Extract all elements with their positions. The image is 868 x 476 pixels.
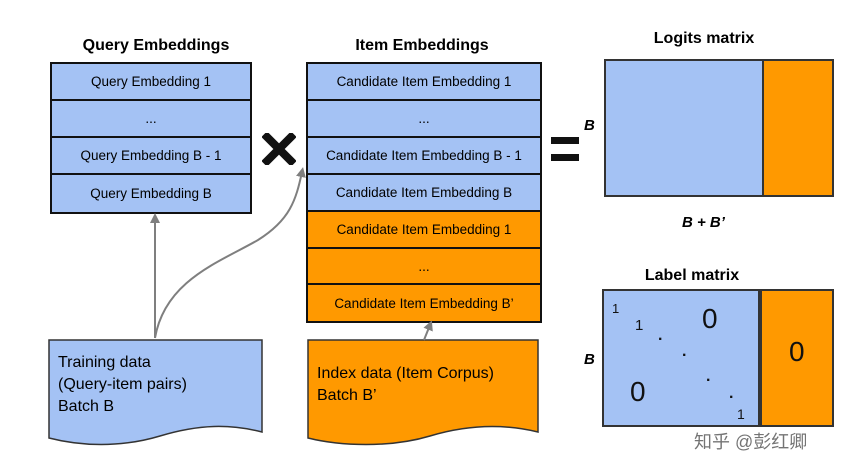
query-embedding-row: Query Embedding B xyxy=(52,175,250,212)
index-data-document xyxy=(307,339,539,446)
orange-zero: 0 xyxy=(789,336,805,367)
arrow-to-candidate-items xyxy=(423,320,433,341)
logits-row-label: B xyxy=(584,117,595,134)
query-embeddings-title: Query Embeddings xyxy=(82,37,230,54)
training-data-line: (Query-item pairs) xyxy=(58,376,187,393)
item-embeddings-stack: Candidate Item Embedding 1 ... Candidate… xyxy=(306,62,542,323)
query-embedding-row: Query Embedding B - 1 xyxy=(52,138,250,175)
item-embedding-row: Candidate Item Embedding 1 xyxy=(308,64,540,101)
diag-one: 1 xyxy=(635,317,644,334)
diag-one: 1 xyxy=(737,406,745,422)
diag-dot: . xyxy=(729,385,734,402)
multiply-icon xyxy=(262,133,296,165)
diag-dot: . xyxy=(658,327,663,344)
training-data-label: Training data (Query-item pairs) Batch B xyxy=(58,352,187,418)
query-embeddings-stack: Query Embedding 1 ... Query Embedding B … xyxy=(50,62,252,214)
item-embedding-row: ... xyxy=(308,101,540,138)
label-matrix-row-label: B xyxy=(584,351,595,368)
lower-zero: 0 xyxy=(630,376,646,407)
index-data-line: Batch B’ xyxy=(317,387,377,404)
arrow-to-item-embeddings xyxy=(154,167,306,339)
label-matrix-zero-block xyxy=(760,289,834,427)
diag-one: 1 xyxy=(612,301,620,316)
candidate-item-row: ... xyxy=(308,249,540,285)
index-data-line: Index data (Item Corpus) xyxy=(317,365,494,382)
watermark: 知乎 @彭红卿 xyxy=(694,432,808,452)
logits-matrix-title: Logits matrix xyxy=(653,30,755,47)
equals-sign xyxy=(551,135,579,163)
query-embedding-row: ... xyxy=(52,101,250,138)
training-data-line: Training data xyxy=(58,354,151,371)
candidate-item-row: Candidate Item Embedding 1 xyxy=(308,212,540,249)
item-embedding-row: Candidate Item Embedding B - 1 xyxy=(308,138,540,175)
logits-col-label: B + B’ xyxy=(682,214,725,231)
diag-dot: . xyxy=(706,368,711,385)
item-embeddings-title: Item Embeddings xyxy=(355,37,489,54)
label-matrix-identity-block xyxy=(602,289,760,427)
logits-matrix-negative-block xyxy=(762,59,834,197)
candidate-item-row: Candidate Item Embedding B’ xyxy=(308,285,540,321)
label-matrix-title: Label matrix xyxy=(644,267,740,284)
upper-zero: 0 xyxy=(702,303,718,334)
training-data-line: Batch B xyxy=(58,398,115,415)
training-data-document xyxy=(48,339,263,446)
index-data-label: Index data (Item Corpus) Batch B’ xyxy=(317,363,494,407)
item-embedding-row: Candidate Item Embedding B xyxy=(308,175,540,212)
logits-matrix-positive-block xyxy=(604,59,764,197)
query-embedding-row: Query Embedding 1 xyxy=(52,64,250,101)
diag-dot: . xyxy=(682,343,687,360)
